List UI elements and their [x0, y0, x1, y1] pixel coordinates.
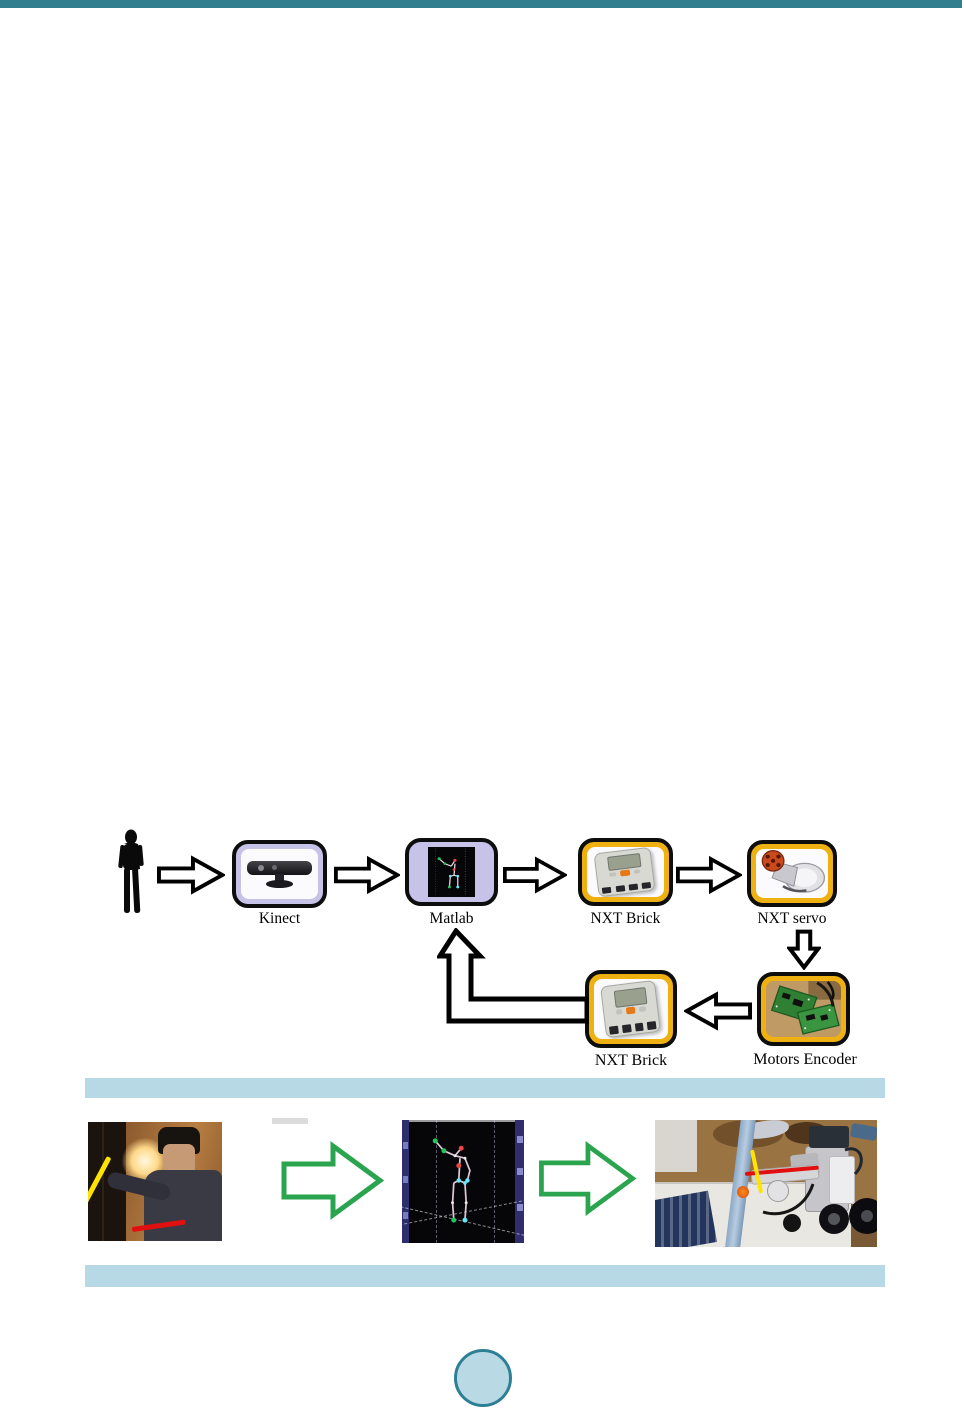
strip-dash — [403, 1212, 408, 1219]
kinect-neck — [274, 874, 285, 881]
strip-dash — [517, 1204, 523, 1211]
strip-dash — [517, 1168, 523, 1175]
strip-dash — [403, 1142, 408, 1149]
screen-right-strip — [515, 1120, 524, 1243]
grid-vline — [436, 1120, 437, 1243]
robot-cables-icon — [762, 1147, 863, 1216]
person-silhouette-icon — [118, 829, 144, 913]
node-label-nxt-brick-top: NXT Brick — [590, 910, 661, 927]
node-label-nxt-servo: NXT servo — [757, 910, 827, 927]
grid-vline — [494, 1120, 495, 1243]
scan-artifact — [272, 1118, 308, 1124]
nxt-robot-arm-photo — [655, 1120, 877, 1247]
encoder-pcb-icon — [766, 981, 841, 1037]
strip-dash — [403, 1176, 408, 1183]
nxt-servo-image — [756, 849, 828, 898]
block-arrow-right-icon — [503, 856, 567, 894]
nxt-servo-motor-icon — [761, 850, 826, 893]
matlab-skeleton-icon — [435, 848, 466, 896]
photo-bg-wall — [655, 1120, 697, 1172]
node-label-nxt-brick-bottom: NXT Brick — [594, 1052, 668, 1069]
robot-wheel-hub — [861, 1210, 873, 1222]
block-arrow-up-elbow-icon — [437, 928, 589, 1024]
matlab-screenshot — [414, 847, 489, 897]
matlab-node — [405, 838, 498, 906]
strip-dash — [517, 1136, 523, 1143]
figure2-caption-bar — [85, 1265, 885, 1287]
green-arrow-right-icon — [281, 1141, 384, 1220]
node-label-motors-encoder: Motors Encoder — [753, 1051, 857, 1068]
kinect-sensor-bar — [247, 861, 312, 875]
kinect-image — [241, 849, 318, 899]
block-arrow-right-icon — [334, 855, 400, 895]
motors-encoder-image — [766, 981, 841, 1037]
nxt-brick-ports-2 — [609, 1020, 657, 1035]
kinect-base — [265, 880, 294, 888]
robot-arm-disc — [767, 1180, 789, 1202]
green-arrow-right-icon — [539, 1141, 637, 1216]
motors-encoder-node — [757, 972, 850, 1046]
block-arrow-right-icon — [157, 855, 225, 895]
block-arrow-left-icon — [684, 991, 752, 1031]
nxt-brick-right-button — [633, 868, 641, 875]
node-label-kinect: Kinect — [258, 910, 301, 927]
matlab-skeleton-view — [402, 1120, 524, 1243]
nxt-brick-device-2 — [599, 979, 662, 1039]
robot-battery-pack — [829, 1156, 855, 1204]
kinect-lens-2 — [271, 865, 277, 870]
photo-face — [163, 1144, 195, 1175]
nxt-brick-orange-button — [619, 869, 631, 877]
nxt-brick-orange-button-2 — [625, 1006, 636, 1015]
page-number-circle — [454, 1349, 512, 1407]
block-arrow-right-icon — [676, 855, 742, 895]
matlab-screen — [428, 847, 475, 897]
kinect-lens — [257, 865, 264, 871]
robot-joint-marker — [737, 1186, 749, 1198]
nxt-brick-image — [587, 847, 664, 897]
human-arm-photo — [88, 1122, 222, 1241]
skeleton-figure-icon — [432, 1138, 471, 1223]
nxt-brick-device — [593, 847, 657, 897]
figure1-caption-bar — [85, 1078, 885, 1098]
nxt-brick-node-top — [578, 838, 673, 906]
robot-wheel-hub — [828, 1213, 840, 1225]
screen-top-edge — [402, 1120, 524, 1122]
block-arrow-down-icon — [787, 929, 821, 970]
kinect-node — [232, 840, 327, 908]
photo-torso — [144, 1170, 222, 1241]
nxt-brick-screen-2 — [613, 986, 647, 1008]
photo-wardrobe-line — [102, 1122, 104, 1241]
nxt-servo-node — [747, 840, 837, 907]
robot-front-wheel — [783, 1214, 801, 1232]
node-label-matlab: Matlab — [429, 910, 474, 927]
nxt-brick-node-bottom — [585, 970, 677, 1048]
nxt-brick-image-2 — [594, 979, 668, 1039]
nxt-brick-ports — [602, 881, 652, 895]
robot-top-module — [809, 1126, 849, 1148]
nxt-brick-right-button-2 — [638, 1005, 646, 1012]
nxt-brick-left-button-2 — [615, 1008, 623, 1015]
page-top-rule — [0, 0, 962, 8]
nxt-brick-left-button — [609, 871, 617, 878]
